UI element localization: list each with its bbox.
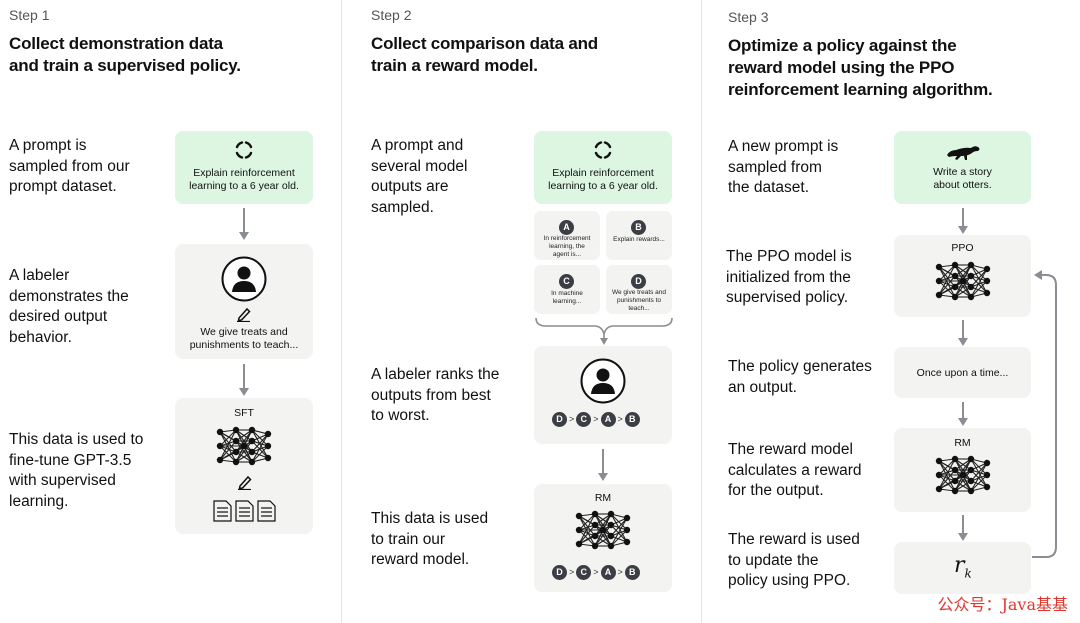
sft-label: SFT — [234, 407, 254, 419]
arrow-down-icon — [958, 515, 968, 541]
step-2-label: Step 2 — [371, 7, 412, 23]
rank-separator: > — [593, 414, 599, 424]
column-divider — [341, 0, 342, 623]
documents-icon — [213, 500, 276, 522]
policy-output-text: Once upon a time... — [916, 367, 1009, 379]
arrow-down-icon — [239, 208, 249, 240]
ranking-row: D>C>A>B — [552, 565, 640, 580]
person-icon — [580, 358, 626, 404]
step-3-rm-box: RM — [894, 428, 1031, 512]
rank-badge: D — [552, 565, 567, 580]
otter-icon — [947, 146, 980, 160]
person-icon — [221, 256, 267, 302]
step-3-label: Step 3 — [728, 9, 769, 25]
neural-network-icon — [216, 426, 272, 466]
step-3-title: Optimize a policy against the reward mod… — [728, 36, 993, 99]
rank-badge: A — [600, 412, 616, 427]
step-2-rm-box: RM D>C>A>B — [534, 484, 672, 592]
watermark: 公众号：Java基基 — [937, 595, 1068, 614]
arrow-down-icon — [958, 320, 968, 346]
step-1-label: Step 1 — [9, 7, 50, 23]
arrow-down-icon — [598, 449, 608, 481]
rank-badge: A — [600, 565, 616, 580]
rank-badge: D — [552, 412, 567, 427]
ppo-label: PPO — [951, 242, 974, 254]
badge-c: C — [559, 274, 574, 289]
brace-icon — [535, 317, 673, 345]
step-3-output-box: Once upon a time... — [894, 347, 1031, 398]
neural-network-icon — [935, 455, 991, 495]
rank-separator: > — [569, 414, 575, 424]
rank-separator: > — [617, 567, 623, 577]
rank-separator: > — [569, 567, 575, 577]
arrow-down-icon — [958, 208, 968, 234]
output-b-card: B Explain rewards... — [606, 211, 672, 260]
rank-badge: C — [576, 412, 592, 427]
rm-label: RM — [954, 437, 971, 449]
step-2-title: Collect comparison data and train a rewa… — [371, 34, 598, 75]
pencil-icon — [238, 475, 252, 490]
rank-separator: > — [593, 567, 599, 577]
step-1-sft-box: SFT — [175, 398, 313, 534]
badge-d: D — [631, 274, 646, 289]
badge-a: A — [559, 220, 574, 235]
output-b-text: Explain rewards... — [613, 236, 665, 243]
rm-label: RM — [594, 492, 612, 504]
step-3-ppo-box: PPO — [894, 235, 1031, 317]
step-1-title: Collect demonstration data and train a s… — [9, 34, 241, 75]
arrow-down-icon — [958, 402, 968, 426]
neural-network-icon — [575, 510, 631, 550]
arrow-down-icon — [239, 364, 249, 396]
rank-badge: B — [624, 412, 640, 427]
column-divider — [701, 0, 702, 623]
refresh-icon — [235, 141, 253, 159]
rank-badge: B — [624, 565, 640, 580]
rank-badge: C — [576, 565, 592, 580]
step-3-reward-box: rk — [894, 542, 1031, 594]
rank-separator: > — [617, 414, 623, 424]
ranking-row: D>C>A>B — [552, 412, 640, 427]
neural-network-icon — [935, 261, 991, 301]
refresh-icon — [594, 141, 612, 159]
pencil-icon — [237, 307, 251, 322]
feedback-loop-arrow — [1032, 270, 1057, 558]
reward-symbol: rk — [954, 553, 972, 581]
step-2-ranking-box: D>C>A>B — [534, 346, 672, 444]
badge-b: B — [631, 220, 646, 235]
